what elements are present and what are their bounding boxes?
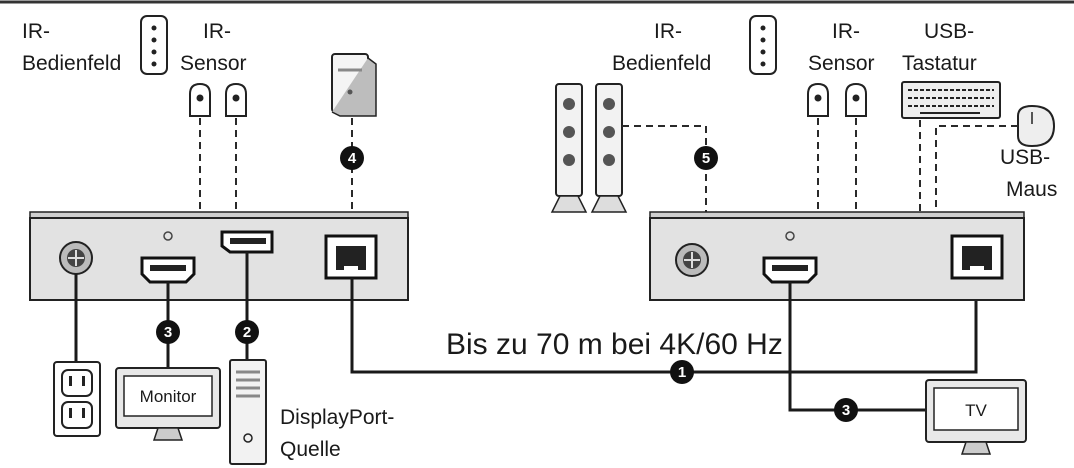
transmitter-lan-port xyxy=(324,234,378,280)
badge-lan-number: 1 xyxy=(678,364,686,381)
badge-displayport: 2 xyxy=(235,320,259,344)
badge-hdmi-monitor-number: 3 xyxy=(164,324,172,341)
usb-keyboard-label-line2: Tastatur xyxy=(902,52,977,75)
usb-keyboard-icon xyxy=(901,81,1001,119)
badge-displayport-number: 2 xyxy=(243,324,251,341)
transmitter-hdmi-port xyxy=(140,256,196,284)
right-ir-sensor-label-line1: IR- xyxy=(832,20,860,43)
transmitter-power-port xyxy=(59,241,93,275)
speaker-left-icon xyxy=(550,83,588,213)
left-ir-panel-icon xyxy=(140,15,168,75)
right-ir-panel-label-line2: Bedienfeld xyxy=(612,52,711,75)
right-ir-sensor-icon-2 xyxy=(845,82,867,117)
lan-cable xyxy=(350,278,978,374)
distance-label: Bis zu 70 m bei 4K/60 Hz xyxy=(446,328,783,361)
usb-mouse-cable xyxy=(935,125,1018,212)
usb-mouse-icon xyxy=(1017,104,1056,148)
receiver-hdmi-port xyxy=(762,256,818,284)
usb-mouse-label-line2: Maus xyxy=(1006,178,1057,201)
receiver-led xyxy=(785,231,795,241)
left-ir-sensor-label-line2: Sensor xyxy=(180,52,247,75)
badge-speakers-number: 5 xyxy=(702,150,710,167)
badge-hdmi-tv-number: 3 xyxy=(842,402,850,419)
tv-icon: TV xyxy=(925,379,1027,455)
transmitter-displayport-port xyxy=(220,230,274,254)
router-icon xyxy=(331,53,377,117)
badge-lan: 1 xyxy=(670,360,694,384)
monitor-label: Monitor xyxy=(140,387,197,406)
displayport-source-icon xyxy=(229,359,267,465)
speaker-right-icon xyxy=(590,83,628,213)
badge-hdmi-tv: 3 xyxy=(834,398,858,422)
transmitter-led xyxy=(163,231,173,241)
receiver-power-port xyxy=(675,243,709,277)
badge-router-number: 4 xyxy=(348,150,357,167)
left-ir-panel: IR- Bedienfeld xyxy=(22,15,168,75)
left-ir-sensor-icon-1 xyxy=(189,82,211,117)
tv-label: TV xyxy=(965,401,987,420)
right-ir-sensor-label-line2: Sensor xyxy=(808,52,875,75)
usb-keyboard-label-line1: USB- xyxy=(924,20,974,43)
badge-router: 4 xyxy=(340,146,364,170)
monitor-icon: Monitor xyxy=(115,367,221,441)
hdmi-tv-cable xyxy=(788,282,930,412)
speaker-cable xyxy=(622,125,707,212)
right-ir-panel-icon xyxy=(749,15,777,75)
displayport-source-label-line1: DisplayPort- xyxy=(280,406,394,429)
left-ir-sensor-label-line1: IR- xyxy=(203,20,231,43)
left-ir-panel-label-line1: IR- xyxy=(22,20,50,43)
power-outlet-icon xyxy=(53,361,101,437)
displayport-source-label-line2: Quelle xyxy=(280,438,341,461)
left-ir-sensor-icon-2 xyxy=(225,82,247,117)
receiver-unit xyxy=(649,211,1025,301)
right-ir-panel-label-line1: IR- xyxy=(654,20,682,43)
receiver-lan-port xyxy=(950,234,1004,280)
usb-mouse-label-line1: USB- xyxy=(1000,146,1050,169)
left-ir-panel-label-line2: Bedienfeld xyxy=(22,52,121,75)
badge-hdmi-monitor: 3 xyxy=(156,320,180,344)
badge-speakers: 5 xyxy=(694,146,718,170)
right-ir-sensor-icon-1 xyxy=(807,82,829,117)
transmitter-unit xyxy=(29,211,409,301)
